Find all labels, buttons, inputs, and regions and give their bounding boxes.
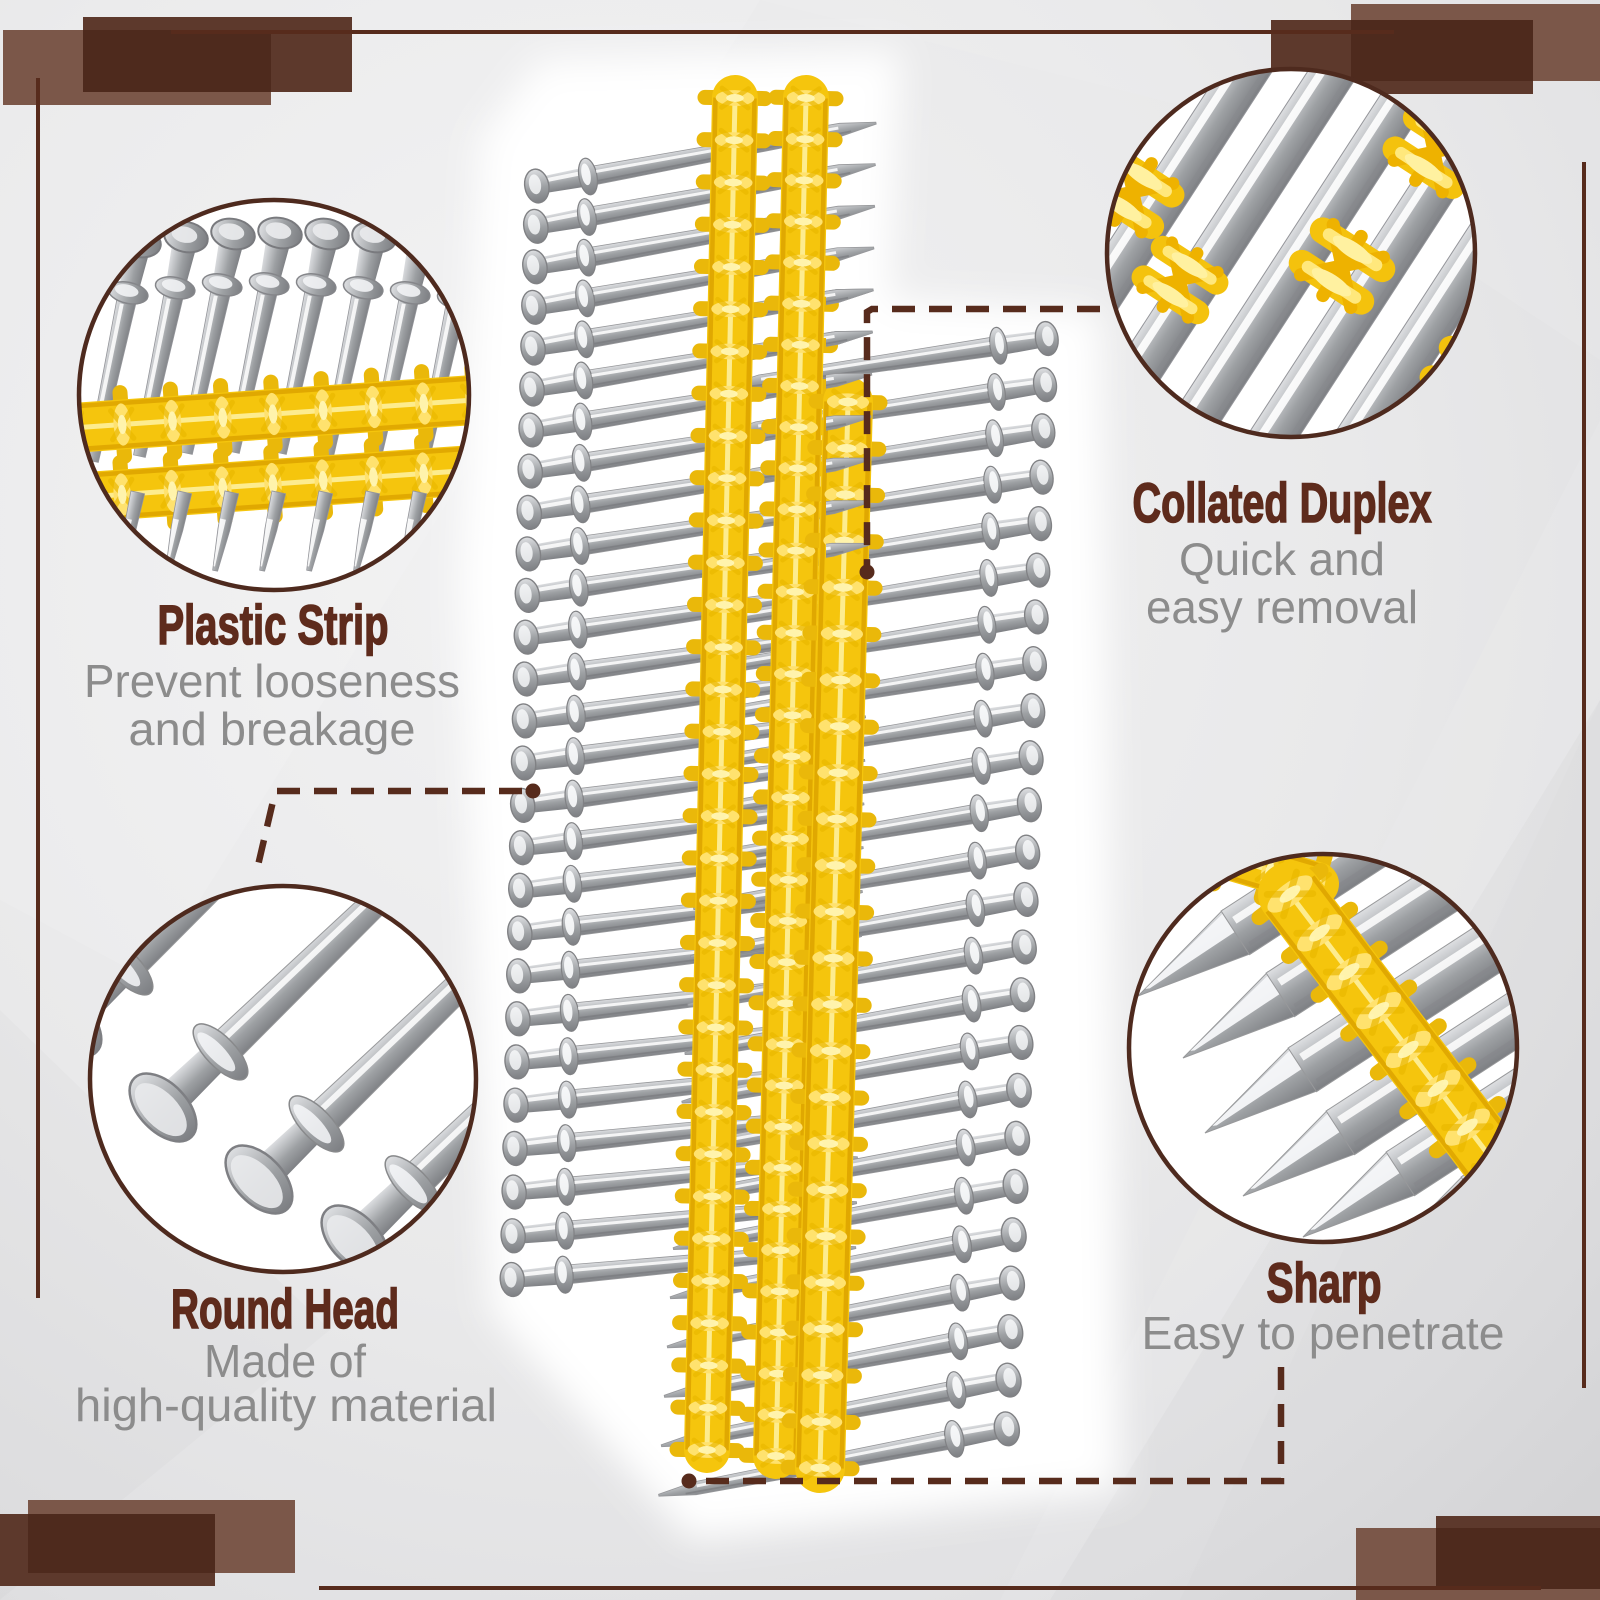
svg-text:Easy to penetrate: Easy to penetrate (1142, 1307, 1505, 1359)
svg-text:and breakage: and breakage (129, 703, 416, 755)
svg-text:Prevent looseness: Prevent looseness (84, 655, 460, 707)
svg-text:easy removal: easy removal (1146, 581, 1418, 633)
svg-text:high-quality material: high-quality material (75, 1379, 497, 1431)
svg-text:Sharp: Sharp (1267, 1252, 1382, 1314)
svg-text:Quick and: Quick and (1179, 533, 1385, 585)
svg-text:Collated Duplex: Collated Duplex (1133, 472, 1432, 534)
svg-text:Plastic Strip: Plastic Strip (158, 594, 389, 656)
svg-text:Made of: Made of (204, 1335, 366, 1387)
svg-text:Round Head: Round Head (171, 1278, 399, 1340)
